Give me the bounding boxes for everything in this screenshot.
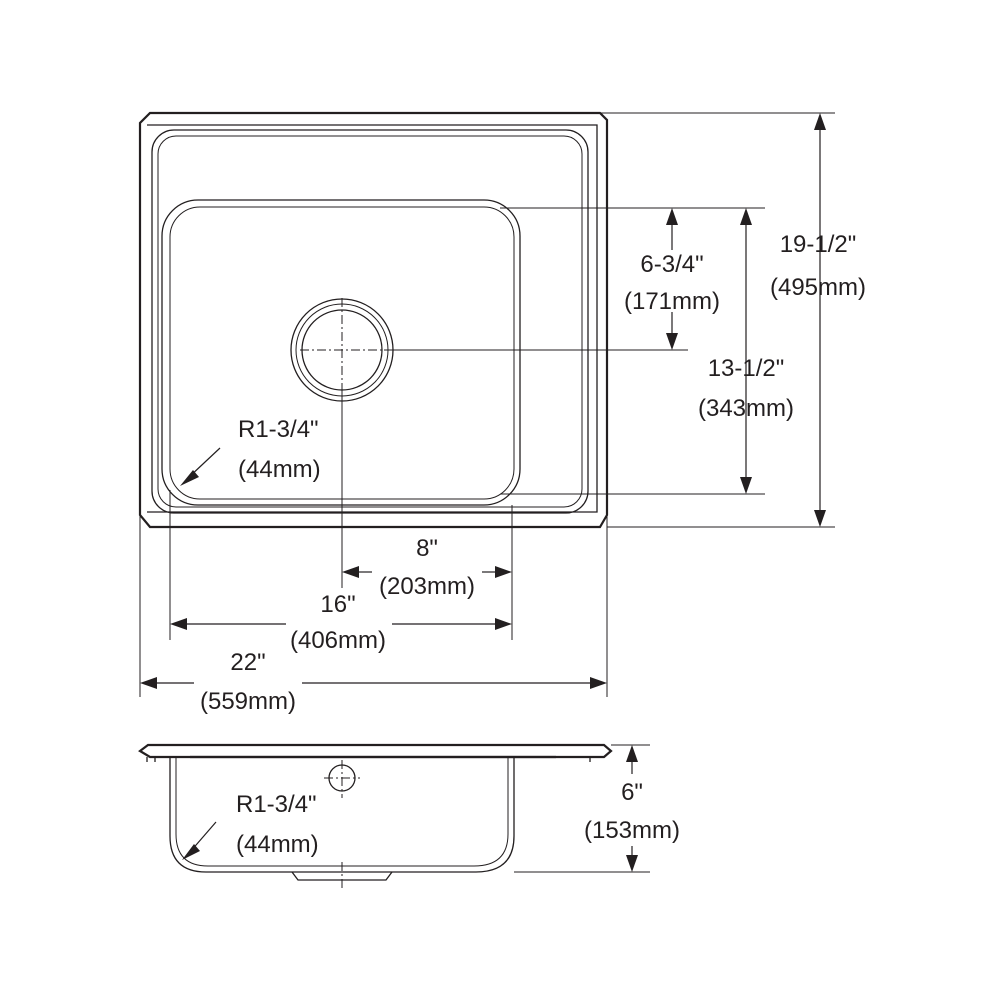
- bowl-depth-metric: (153mm): [584, 817, 680, 844]
- callout-corner-radius-top: R1-3/4" (44mm): [180, 416, 321, 486]
- drain-offset-imperial: 6-3/4": [640, 251, 703, 278]
- top-view: [138, 111, 609, 529]
- overall-depth-metric: (495mm): [770, 274, 866, 301]
- overall-width-imperial: 22": [230, 649, 265, 676]
- dim-bowl-length: 13-1/2" (343mm): [500, 207, 794, 495]
- sink-deck-inner: [157, 135, 583, 508]
- dim-bowl-width: 16" (406mm): [169, 490, 512, 654]
- bowl-length-imperial: 13-1/2": [708, 355, 785, 382]
- dim-bowl-depth: 6" (153mm): [514, 744, 680, 873]
- sink-deck: [151, 129, 589, 514]
- dim-drain-center: 8" (203mm): [341, 392, 513, 640]
- overall-depth-imperial: 19-1/2": [780, 231, 857, 258]
- bowl-depth-imperial: 6": [621, 779, 643, 806]
- corner-radius-side-metric: (44mm): [236, 831, 319, 858]
- dim-overall-depth: 19-1/2" (495mm): [600, 112, 866, 528]
- sink-rim-edge: [147, 124, 598, 513]
- drain-center-imperial: 8": [416, 535, 438, 562]
- overall-width-metric: (559mm): [200, 688, 296, 715]
- sink-outer-rim: [138, 111, 609, 529]
- dim-drain-offset: 6-3/4" (171mm): [384, 208, 720, 351]
- side-rim: [138, 743, 613, 759]
- bowl-width-metric: (406mm): [290, 627, 386, 654]
- bowl-length-metric: (343mm): [698, 395, 794, 422]
- corner-radius-side-imperial: R1-3/4": [236, 791, 317, 818]
- drain-center-metric: (203mm): [379, 573, 475, 600]
- drain-offset-metric: (171mm): [624, 288, 720, 315]
- side-bowl-inner: [175, 757, 509, 867]
- bowl-width-imperial: 16": [320, 591, 355, 618]
- side-bowl-outline: [169, 757, 515, 873]
- bowl-outline: [161, 199, 521, 506]
- corner-radius-top-imperial: R1-3/4": [238, 416, 319, 443]
- dim-overall-width: 22" (559mm): [139, 515, 608, 715]
- callout-corner-radius-side: R1-3/4" (44mm): [182, 791, 319, 860]
- side-view: [138, 743, 613, 890]
- corner-radius-top-metric: (44mm): [238, 456, 321, 483]
